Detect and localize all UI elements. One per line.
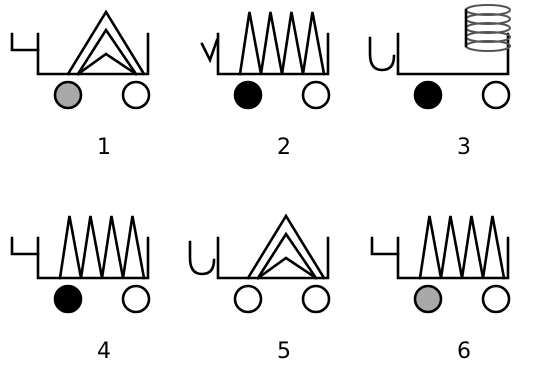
cart-6: 6 xyxy=(370,215,511,364)
right-wheel xyxy=(301,80,331,110)
load-triangle-inner xyxy=(256,231,318,280)
load-zigzag xyxy=(418,215,506,280)
left-wheel xyxy=(53,80,83,110)
left-wheel xyxy=(53,284,83,314)
right-wheel xyxy=(481,80,511,110)
cart-tray xyxy=(216,32,330,76)
hook-angular xyxy=(10,236,40,256)
cart-4: 4 xyxy=(10,215,151,364)
cart-5: 5 xyxy=(188,213,331,364)
cart-label: 5 xyxy=(277,339,291,364)
load-zigzag xyxy=(238,11,326,76)
left-wheel xyxy=(413,284,443,314)
cart-label: 1 xyxy=(97,135,111,160)
load-triangle-base xyxy=(256,256,318,280)
hook-angular xyxy=(370,236,400,256)
right-wheel xyxy=(481,284,511,314)
left-wheel xyxy=(233,80,263,110)
load-triangle-outer xyxy=(66,9,146,76)
cart-tray xyxy=(36,32,150,76)
cart-label: 4 xyxy=(97,339,111,364)
cart-label: 2 xyxy=(277,135,291,160)
hook-rounded xyxy=(368,36,396,72)
hook-v xyxy=(200,38,219,64)
cart-tray xyxy=(396,32,510,76)
cart-2: 2 xyxy=(200,11,331,160)
left-wheel xyxy=(413,80,443,110)
cart-tray xyxy=(396,236,510,280)
load-triangle-base xyxy=(76,52,138,76)
cart-label: 6 xyxy=(457,339,471,364)
right-wheel xyxy=(121,284,151,314)
cart-tray xyxy=(36,236,150,280)
cart-1: 1 xyxy=(10,9,151,160)
load-triangle-outer xyxy=(246,213,326,280)
cart-tray xyxy=(216,236,330,280)
cart-label: 3 xyxy=(457,135,471,160)
right-wheel xyxy=(121,80,151,110)
load-zigzag xyxy=(58,215,146,280)
right-wheel xyxy=(301,284,331,314)
load-coil xyxy=(465,4,511,53)
hook-rounded xyxy=(188,240,216,276)
load-triangle-inner xyxy=(76,27,138,76)
hook-angular xyxy=(10,32,40,52)
left-wheel xyxy=(233,284,263,314)
cart-3: 3 xyxy=(368,4,511,160)
